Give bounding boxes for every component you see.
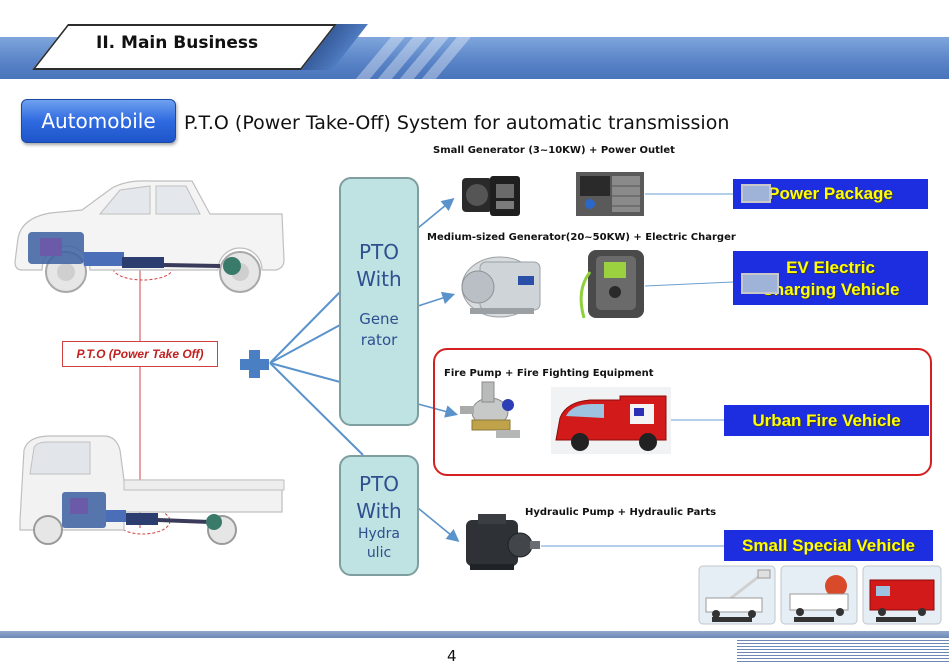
caption-medium-generator: Medium-sized Generator(20~50KW) + Electr… (427, 232, 736, 243)
arrow-fire-pump (417, 403, 459, 418)
arrow-small-generator (417, 197, 455, 229)
hydraulic-pump-image (466, 514, 540, 570)
fan-line (269, 291, 341, 364)
pto-hydraulic-box: PTO With Hydra ulic (339, 455, 419, 576)
label-urban-fire: Urban Fire Vehicle (724, 405, 929, 436)
ev-charger-image (579, 250, 644, 319)
pto-generator-line2: With (356, 267, 402, 291)
window-icon (741, 273, 779, 294)
plus-icon (240, 350, 269, 378)
main-title: P.T.O (Power Take-Off) System for automa… (184, 112, 730, 134)
label-small-special: Small Special Vehicle (724, 530, 933, 561)
pto-label: P.T.O (Power Take Off) (62, 341, 218, 367)
link-ev-charging (644, 281, 734, 287)
fan-line (269, 362, 364, 456)
pto-hydraulic-line3: Hydra (357, 526, 401, 542)
page-number: 4 (447, 647, 457, 665)
cargo-truck-image (19, 435, 285, 545)
caption-small-generator: Small Generator (3~10KW) + Power Outlet (433, 145, 675, 156)
pto-generator-box: PTO With Gene rator (339, 177, 419, 426)
arrow-medium-generator (417, 291, 456, 307)
special-vehicle-thumbnail (780, 565, 858, 625)
fire-vehicle-image (551, 387, 671, 454)
small-generator-image (462, 176, 520, 216)
pto-hydraulic-line2: With (356, 499, 402, 523)
fan-line (269, 324, 341, 364)
medium-generator-image (461, 256, 541, 318)
special-vehicle-thumbnail (862, 565, 942, 625)
power-outlet-image (576, 172, 644, 216)
caption-fire-pump: Fire Pump + Fire Fighting Equipment (444, 368, 654, 379)
fire-vehicle-frame (433, 348, 932, 476)
pto-hydraulic-line1: PTO (358, 472, 400, 496)
pto-hydraulic-line4: ulic (366, 545, 392, 561)
header-title: II. Main Business (96, 33, 259, 53)
window-icon (741, 184, 771, 203)
fire-pump-image (460, 381, 520, 438)
footer-line (0, 631, 949, 638)
arrow-hydraulic-pump (417, 507, 460, 543)
pto-generator-line4: rator (360, 331, 398, 349)
caption-hydraulic-pump: Hydraulic Pump + Hydraulic Parts (525, 507, 717, 518)
footer-stripes (737, 640, 949, 662)
pto-generator-line1: PTO (358, 240, 400, 264)
pickup-truck-image (14, 180, 285, 293)
automobile-tag: Automobile (21, 99, 176, 143)
power-package-text: Power Package (768, 184, 893, 203)
pto-generator-line3: Gene (359, 310, 399, 328)
special-vehicle-thumbnail (698, 565, 776, 625)
fan-line (269, 362, 341, 383)
ev-line1-text: EV Electric (786, 258, 875, 277)
ev-line2-text: Charging Vehicle (761, 280, 900, 299)
